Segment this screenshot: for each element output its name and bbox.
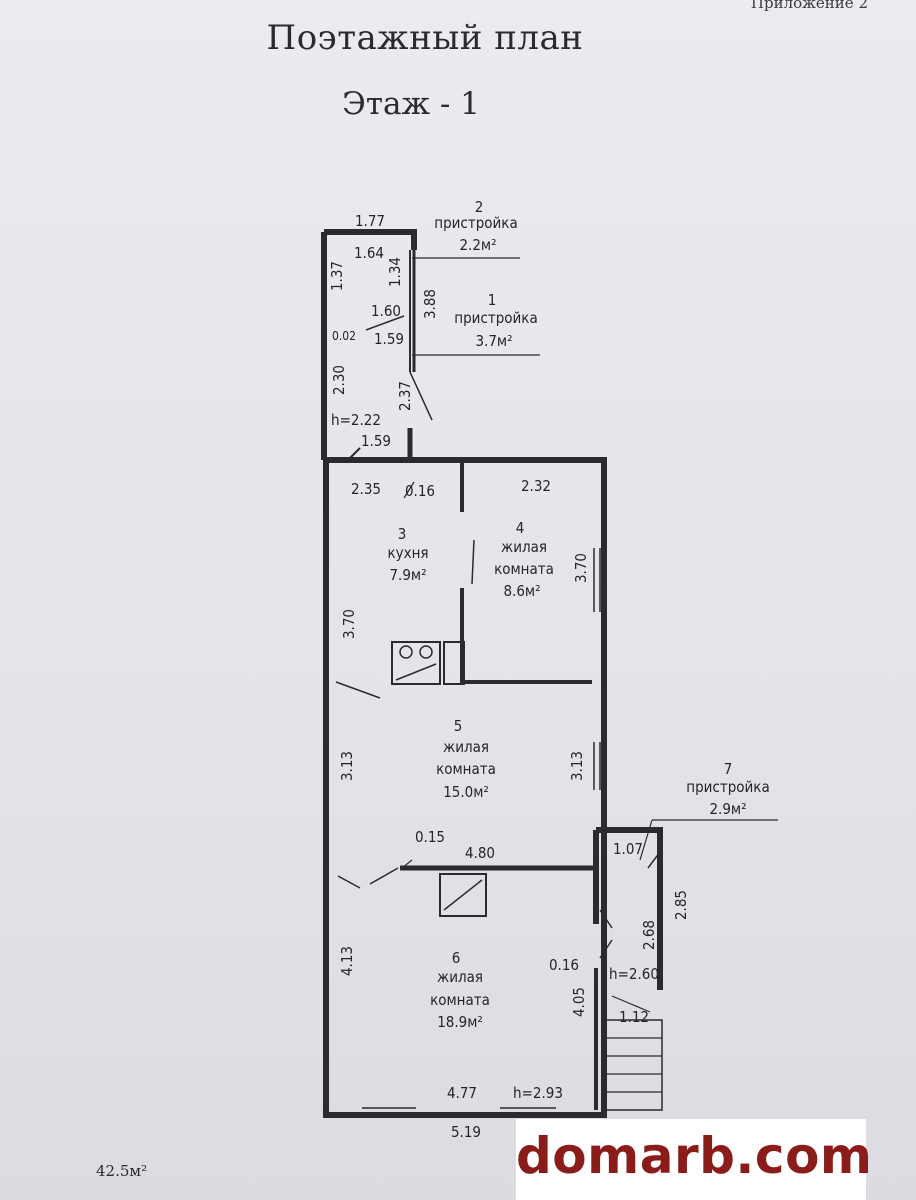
total-area: 42.5м² <box>96 1162 148 1180</box>
stove-icon <box>391 641 441 685</box>
room4-number: 4 <box>516 519 525 537</box>
room5-name-2: комната <box>436 760 496 778</box>
dim-label: 1.59 <box>361 432 391 450</box>
dim-label: 3.13 <box>338 751 356 781</box>
room3-name: кухня <box>387 544 428 562</box>
room1-area: 3.7м² <box>475 332 512 350</box>
room2-number: 2 <box>475 198 484 216</box>
annex-top-wall <box>324 229 417 250</box>
room5-name-1: жилая <box>443 738 489 756</box>
appendix-label: Приложение 2 <box>750 0 868 12</box>
room3-number: 3 <box>398 525 407 543</box>
dim-label: h=2.60 <box>609 965 659 983</box>
room6-name-2: комната <box>430 991 490 1009</box>
dim-label: 0.16 <box>405 482 435 500</box>
dim-label: 3.70 <box>340 609 358 639</box>
room5-number: 5 <box>454 717 463 735</box>
dim-label: 0.15 <box>415 828 445 846</box>
house-outer-wall <box>323 457 607 1118</box>
dim-label: 4.05 <box>570 987 588 1017</box>
sink-icon <box>443 641 465 685</box>
dim-label: 2.30 <box>330 365 348 395</box>
room6-name-1: жилая <box>437 968 483 986</box>
dim-label: 1.12 <box>619 1008 649 1026</box>
dim-label: 1.77 <box>355 212 385 230</box>
dim-label: 3.88 <box>421 289 439 319</box>
room2-area: 2.2м² <box>459 236 496 254</box>
dim-label: 3.70 <box>572 553 590 583</box>
room2-name: пристройка <box>434 214 517 232</box>
room7-name: пристройка <box>686 778 769 796</box>
dim-label: 4.77 <box>447 1084 477 1102</box>
room4-name-2: комната <box>494 560 554 578</box>
room4-name-1: жилая <box>501 538 547 556</box>
dim-label: 5.19 <box>451 1123 481 1141</box>
dim-label: 2.68 <box>640 920 658 950</box>
dim-label: h=2.93 <box>513 1084 563 1102</box>
floor-label: Этаж - 1 <box>342 86 480 122</box>
dim-label: 2.85 <box>672 890 690 920</box>
watermark-box: domarb.com <box>516 1119 873 1200</box>
dim-label: 1.60 <box>371 302 401 320</box>
oven-icon <box>439 873 487 917</box>
dim-label: 0.02 <box>332 329 356 343</box>
room6-area: 18.9м² <box>437 1013 483 1031</box>
room7-area: 2.9м² <box>709 800 746 818</box>
dim-label: 1.37 <box>328 261 346 291</box>
room5-area: 15.0м² <box>443 783 489 801</box>
watermark-logo: domarb.com <box>516 1127 873 1185</box>
room7-number: 7 <box>724 760 733 778</box>
dim-label: 4.13 <box>338 946 356 976</box>
dim-label: 3.13 <box>568 751 586 781</box>
dim-label: 1.07 <box>613 840 643 858</box>
page-title: Поэтажный план <box>266 18 584 58</box>
annex-door-swing <box>409 371 433 421</box>
stairs <box>604 1019 663 1111</box>
dim-label: 1.34 <box>386 257 404 287</box>
dim-label: 2.37 <box>396 381 414 411</box>
dim-label: 2.32 <box>521 477 551 495</box>
dim-label: 1.59 <box>374 330 404 348</box>
dim-label: h=2.22 <box>331 411 381 429</box>
dim-label: 4.80 <box>465 844 495 862</box>
dim-label: 2.35 <box>351 480 381 498</box>
room6-number: 6 <box>452 949 461 967</box>
room1-number: 1 <box>488 291 497 309</box>
room1-name: пристройка <box>454 309 537 327</box>
dim-label: 1.64 <box>354 244 384 262</box>
room4-area: 8.6м² <box>503 582 540 600</box>
annex7-wall <box>596 827 663 990</box>
room3-area: 7.9м² <box>389 566 426 584</box>
dim-label: 0.16 <box>549 956 579 974</box>
